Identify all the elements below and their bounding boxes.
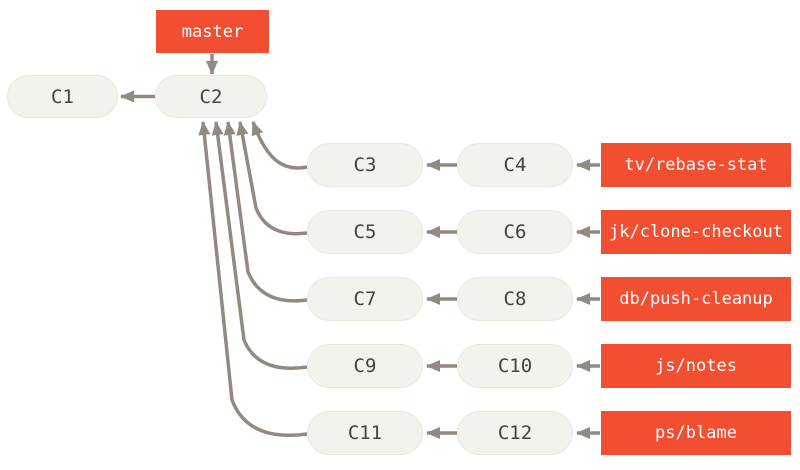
commit-node-c5: C5 [307,210,423,254]
arrow-c5-to-c2 [236,121,308,236]
commit-node-c6: C6 [457,210,573,254]
arrow-c3-to-c2 [251,121,308,170]
commit-node-c3: C3 [307,143,423,187]
commit-node-c4: C4 [457,143,573,187]
commit-node-c12: C12 [457,411,573,455]
branch-label-master: master [156,10,269,53]
arrow-c11-to-c2 [198,121,308,437]
arrow-c9-to-c2 [211,121,308,370]
branch-label-ps-blame: ps/blame [601,411,791,455]
branch-label-db-push-cleanup: db/push-cleanup [601,277,791,321]
branch-label-js-notes: js/notes [601,344,791,388]
arrow-c7-to-c2 [223,121,308,303]
commit-node-c2: C2 [155,75,267,118]
branch-label-tv-rebase-stat: tv/rebase-stat [601,143,791,187]
commit-node-c11: C11 [307,411,423,455]
branch-label-jk-clone-checkout: jk/clone-checkout [601,210,791,254]
commit-node-c1: C1 [7,75,118,118]
commit-node-c9: C9 [307,344,423,388]
commit-node-c7: C7 [307,277,423,321]
commit-node-c8: C8 [457,277,573,321]
commit-node-c10: C10 [457,344,573,388]
